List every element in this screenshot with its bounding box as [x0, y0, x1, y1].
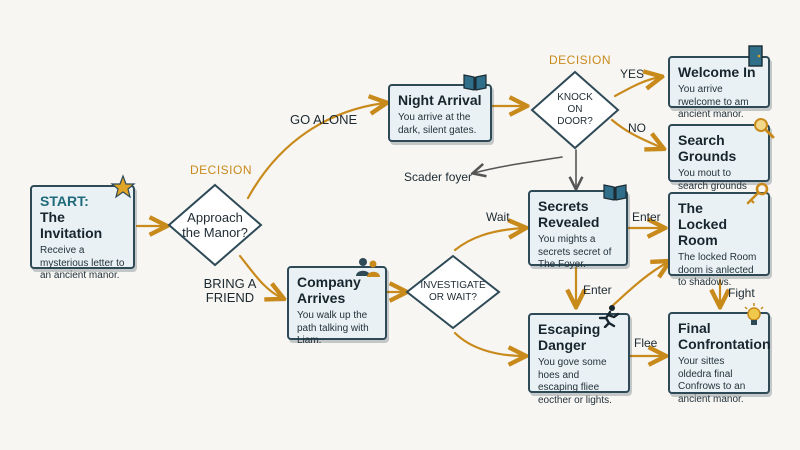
- secrets-revealed-desc: You mights a secrets secret of The Foyer…: [538, 234, 612, 270]
- edge-label-enter-2: Enter: [583, 283, 612, 297]
- welcome-in-desc: You arrive rwelcome to am ancient manor.: [678, 84, 749, 120]
- escaping-danger-title: Escaping Danger: [538, 321, 601, 353]
- secrets-revealed-title: Secrets Revealed: [538, 198, 600, 230]
- escaping-danger-desc: You gove some hoes and escaping fliee eo…: [538, 357, 612, 406]
- arrow-decision2-to-search: [610, 118, 662, 148]
- final-confrontation-desc: Your sittes oldedra final Confrows to an…: [678, 356, 746, 405]
- locked-room-desc: The locked Room doom is anlected to shad…: [678, 252, 757, 288]
- company-arrives-desc: You walk up the path talking with Liam.: [297, 310, 369, 346]
- night-arrival-desc: You arrive at the dark, silent gates.: [398, 112, 477, 136]
- decision2-text: KNOCK ON DOOR?: [557, 92, 593, 127]
- edge-label-fight: Fight: [728, 286, 755, 300]
- decision3-text: INVESTIGATE OR WAIT?: [420, 280, 486, 303]
- arrow-decision1-to-company: [238, 254, 282, 298]
- arrow-escaping-to-locked: [608, 262, 668, 310]
- decision1-diamond[interactable]: Approach the Manor?: [167, 183, 263, 267]
- node-locked-room[interactable]: The Locked Room The locked Room doom is …: [668, 192, 770, 288]
- key-icon: [746, 182, 769, 205]
- start-desc: Receive a mysterious letter to an ancien…: [40, 245, 125, 281]
- edge-label-enter-1: Enter: [632, 210, 661, 224]
- edge-label-bring-friend: BRING A FRIEND: [203, 276, 257, 305]
- edge-label-scader-foyer: Scader foyer: [404, 170, 473, 184]
- node-secrets-revealed[interactable]: Secrets Revealed You mights a secrets se…: [528, 190, 628, 270]
- book-icon: [463, 74, 487, 91]
- welcome-in-title: Welcome In: [678, 64, 756, 80]
- start-title: The Invitation: [40, 209, 103, 241]
- search-grounds-title: Search Grounds: [678, 132, 737, 164]
- node-final-confrontation[interactable]: Final Confrontation Your sittes oldedra …: [668, 312, 771, 405]
- node-escaping-danger[interactable]: Escaping Danger You gove some hoes and e…: [528, 313, 630, 406]
- decision3-diamond[interactable]: INVESTIGATE OR WAIT?: [405, 254, 501, 330]
- decision1-text: Approach the Manor?: [182, 210, 248, 240]
- company-arrives-title: Company Arrives: [297, 274, 361, 306]
- edge-label-yes: YES: [620, 67, 645, 81]
- lightbulb-icon: [744, 303, 764, 325]
- people-icon: [356, 258, 380, 277]
- locked-room-title: The Locked Room: [678, 200, 728, 248]
- night-arrival-title: Night Arrival: [398, 92, 482, 108]
- edge-label-no: NO: [628, 121, 646, 135]
- door-icon: [748, 45, 763, 67]
- edge-label-wait: Wait: [486, 210, 510, 224]
- book-icon: [603, 184, 627, 201]
- node-night-arrival[interactable]: Night Arrival You arrive at the dark, si…: [388, 84, 492, 142]
- runner-icon: [598, 305, 620, 328]
- magnifier-icon: [754, 118, 775, 139]
- edge-label-go-alone: GO ALONE: [290, 112, 358, 127]
- decision2-label: DECISION: [549, 53, 612, 67]
- arrow-decision2-to-welcome: [613, 77, 660, 98]
- node-search-grounds[interactable]: Search Grounds You mout to search ground…: [668, 124, 770, 204]
- start-title-top: START:: [40, 193, 89, 209]
- decision1-label: DECISION: [190, 163, 253, 177]
- arrow-decision3-to-escaping: [453, 331, 524, 356]
- final-confrontation-title: Final Confrontation: [678, 320, 771, 352]
- edge-label-flee: Flee: [634, 336, 658, 350]
- node-start[interactable]: START: The Invitation Receive a mysterio…: [30, 185, 135, 281]
- arrow-decision3-to-secrets: [453, 228, 524, 252]
- node-company-arrives[interactable]: Company Arrives You walk up the path tal…: [287, 266, 387, 346]
- decision2-diamond[interactable]: KNOCK ON DOOR?: [530, 70, 620, 150]
- arrow-to-scader-foyer: [474, 156, 563, 173]
- star-icon: [110, 174, 136, 199]
- arrow-decision1-to-night: [246, 103, 385, 200]
